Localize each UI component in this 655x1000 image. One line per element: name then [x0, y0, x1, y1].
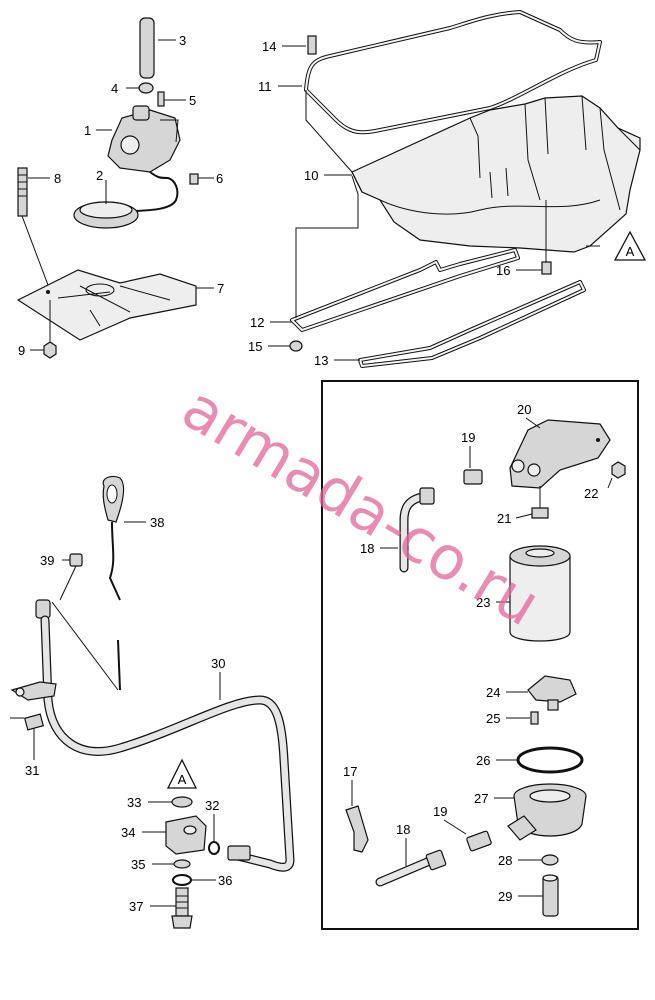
filter-bracket — [509, 419, 611, 489]
callout-35: 35 — [131, 857, 145, 872]
seal-36 — [172, 874, 192, 886]
callout-3: 3 — [179, 33, 186, 48]
pickup-pipe — [139, 17, 155, 79]
bolt-14 — [307, 35, 317, 55]
callout-8: 8 — [54, 171, 61, 186]
callout-38: 38 — [150, 515, 164, 530]
callout-1: 1 — [84, 123, 91, 138]
baffle-plate — [16, 269, 197, 341]
callout-25: 25 — [486, 711, 500, 726]
callout-9: 9 — [18, 343, 25, 358]
callout-28: 28 — [498, 853, 512, 868]
callout-2: 2 — [96, 168, 103, 183]
washer-35 — [173, 859, 191, 869]
callout-34: 34 — [121, 825, 135, 840]
callout-36: 36 — [218, 873, 232, 888]
callout-7: 7 — [217, 281, 224, 296]
callout-19-top: 19 — [461, 430, 475, 445]
clamp-17 — [345, 805, 369, 853]
washer-33 — [171, 796, 193, 808]
callout-19-bottom: 19 — [433, 804, 447, 819]
callout-14: 14 — [262, 39, 276, 54]
callouts: 3 4 5 1 6 2 8 7 9 14 11 10 16 12 15 13 2… — [18, 33, 613, 914]
callout-26: 26 — [476, 753, 490, 768]
inset-frame — [321, 380, 639, 930]
dipstick-tube — [10, 599, 295, 872]
callout-30: 30 — [211, 656, 225, 671]
callout-29: 29 — [498, 889, 512, 904]
callout-10: 10 — [304, 168, 318, 183]
cap-39 — [69, 553, 83, 567]
filter-cap-24 — [527, 675, 577, 711]
o-ring-32 — [208, 841, 220, 855]
callout-4: 4 — [111, 81, 118, 96]
reference-marker-top: A — [613, 230, 647, 261]
callout-15: 15 — [248, 339, 262, 354]
callout-17: 17 — [343, 764, 357, 779]
oil-pan — [351, 95, 641, 253]
callout-33: 33 — [127, 795, 141, 810]
callout-39: 39 — [40, 553, 54, 568]
callout-31: 31 — [25, 763, 39, 778]
callout-21: 21 — [497, 511, 511, 526]
nipple-19-bottom — [466, 830, 492, 852]
nipple-21 — [531, 507, 549, 519]
pin — [157, 91, 165, 107]
seal-washer — [138, 82, 154, 94]
callout-18-top: 18 — [360, 541, 374, 556]
watermark: armada-co.ru — [170, 373, 551, 640]
callout-6: 6 — [216, 171, 223, 186]
o-ring-26 — [516, 746, 584, 774]
bolt-31 — [23, 713, 45, 731]
callout-16: 16 — [496, 263, 510, 278]
filter-housing-27 — [507, 783, 587, 841]
nut-22 — [611, 461, 626, 479]
dipstick — [102, 475, 125, 691]
reference-marker-bottom: A — [166, 758, 198, 789]
oil-pump-assembly — [73, 17, 199, 229]
oil-filter — [509, 545, 571, 642]
callout-13: 13 — [314, 353, 328, 368]
gasket-12 — [290, 248, 520, 332]
svg-text:A: A — [626, 244, 635, 259]
seal-28 — [541, 854, 559, 866]
callout-5: 5 — [189, 93, 196, 108]
callout-20: 20 — [517, 402, 531, 417]
callout-22: 22 — [584, 486, 598, 501]
callout-24: 24 — [486, 685, 500, 700]
callout-37: 37 — [129, 899, 143, 914]
bolt-16 — [541, 261, 552, 275]
svg-text:A: A — [178, 772, 187, 787]
pin-29 — [542, 874, 559, 917]
callout-23: 23 — [476, 595, 490, 610]
nipple-19-top — [463, 469, 483, 485]
callout-32: 32 — [205, 798, 219, 813]
upper-gasket — [304, 10, 602, 135]
callout-18-bottom: 18 — [396, 822, 410, 837]
callout-27: 27 — [474, 791, 488, 806]
nut — [43, 341, 57, 359]
banjo-bolt-37 — [171, 887, 193, 929]
seal-15 — [289, 340, 303, 352]
callout-11: 11 — [258, 79, 272, 94]
stud-bolt — [17, 167, 49, 286]
callout-12: 12 — [250, 315, 264, 330]
screw-25 — [530, 711, 539, 725]
gasket-13 — [358, 280, 586, 368]
union-block-34 — [165, 815, 207, 855]
bolt — [189, 173, 199, 185]
